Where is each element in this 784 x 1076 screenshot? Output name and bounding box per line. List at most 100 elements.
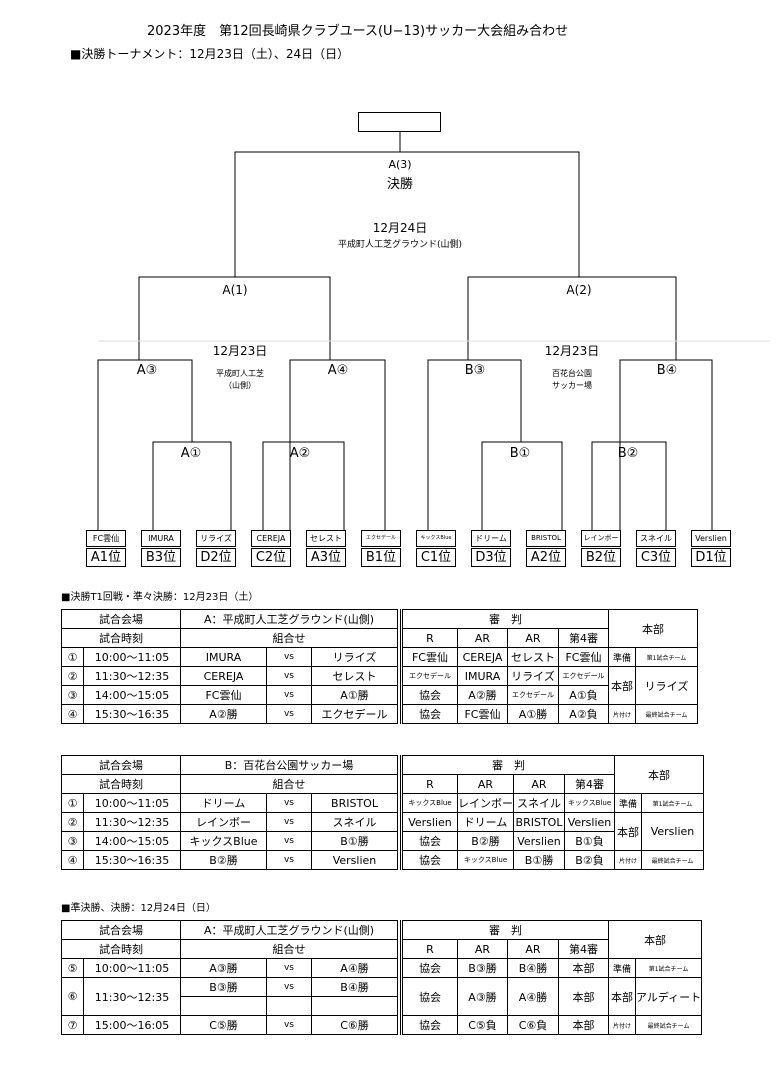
vs-label: vs [266,831,312,851]
date-right: 12月23日 [544,344,600,358]
table-row: ① 10:00〜11:05 ドリーム vs BRISTOL キックスBlue レ… [61,793,704,813]
hq-team: 最終試合チーム [634,1015,703,1035]
qf-a3: A③ [136,363,158,378]
page-subtitle: ■決勝トーナメント：12月23日（土）、24日（日） [70,47,350,61]
match-time: 11:30〜12:35 [83,977,181,1016]
team-name: キックスBlue [416,530,456,547]
header-referee: 審 判 [401,609,609,629]
r1-b2: B② [617,446,639,461]
header-matchup: 組合せ [180,628,398,648]
assistant-referee: スネイル [513,793,565,813]
vs-label: vs [266,1015,312,1035]
team-seed: A3位 [306,548,346,567]
table-row: ⑥ 11:30〜12:35 B③勝 vs B④勝 協会 A③勝 A④勝 本部 本… [61,977,703,1016]
referee: 協会 [401,831,458,851]
match-no: ② [61,812,84,832]
hq-duty: 片付け [608,704,636,724]
away-team: B①勝 [311,831,398,851]
header-hq: 本部 [608,609,698,648]
venue-name: A：平成町人工芝グラウンド(山側) [180,609,398,629]
venue-right-line1: 百花台公園 [552,369,592,378]
vs-label: vs [266,685,312,705]
final-label: 決勝 [386,177,414,192]
r1-a2: A② [289,446,311,461]
header-r: R [401,628,458,648]
section-title: ■準決勝、決勝：12月24日（日） [61,903,216,914]
home-team: CEREJA [180,666,267,686]
r1-b1: B① [509,446,531,461]
home-team: B③勝 [180,977,267,997]
header-referee: 審 判 [401,920,609,940]
hq-team: リライズ [635,666,698,705]
match-no: ③ [61,831,84,851]
hq-duty: 準備 [614,793,642,813]
venue-left-line1: 平成町人工芝 [216,369,264,378]
team-name: エクセデール [361,530,401,547]
header-matchup: 組合せ [180,939,398,959]
away-team: Verslien [311,850,398,870]
header-time: 試合時刻 [61,939,181,959]
header-ar: AR [513,774,565,794]
team-name: FC雲仙 [86,530,126,547]
assistant-referee: ドリーム [457,812,514,832]
fourth-official: A②負 [558,704,609,724]
team-name: IMURA [141,530,181,547]
table-row: ⑦ 15:00〜16:05 C⑤勝 vs C⑥勝 協会 C⑤負 C⑥負 本部 片… [61,1015,703,1035]
qf-a4: A④ [327,363,349,378]
schedule-table-b: 試合会場 B：百花台公園サッカー場 審 判 本部 試合時刻 組合せ R AR A… [61,755,704,870]
header-fourth: 第4審 [558,628,609,648]
hq-label: 本部 [608,977,636,1016]
hq-label: 本部 [614,812,642,851]
table-row: ⑤ 10:00〜11:05 A③勝 vs A④勝 協会 B③勝 B④勝 本部 準… [61,958,703,978]
hq-team: 第1試合チーム [634,958,703,978]
team-seed: A2位 [526,548,566,567]
match-time: 14:00〜15:05 [83,685,181,705]
away-team: スネイル [311,812,398,832]
team-name: Verslien [691,530,731,547]
team-seed: B2位 [581,548,621,567]
team-name: スネイル [636,530,676,547]
match-no: ④ [61,850,84,870]
match-no: ② [61,666,84,686]
header-venue: 試合会場 [61,755,181,775]
vs-label: vs [266,977,312,997]
header-r: R [401,939,458,959]
header-ar: AR [457,939,508,959]
assistant-referee: IMURA [457,666,508,686]
vs-label: vs [266,647,312,667]
header-ar: AR [507,939,559,959]
assistant-referee: リライズ [507,666,559,686]
match-time: 15:00〜16:05 [83,1015,181,1035]
header-time: 試合時刻 [61,628,181,648]
hq-team: 最終試合チーム [635,704,698,724]
venue-right-line2: サッカー場 [552,381,592,390]
home-team: A③勝 [180,958,267,978]
page-title: 2023年度 第12回長崎県クラブユース(U−13)サッカー大会組み合わせ [147,24,569,39]
team-seed: D2位 [196,548,236,567]
referee: エクセデール [401,666,458,686]
fourth-official: B②負 [564,850,615,870]
hq-duty: 準備 [608,647,636,667]
table-row: ② 11:30〜12:35 レインボー vs スネイル Verslien ドリー… [61,812,704,851]
table-row: ③ 14:00〜15:05 キックスBlue vs B①勝 協会 B②勝 Ver… [61,831,704,851]
team-name: リライズ [196,530,236,547]
header-ar: AR [457,774,514,794]
team-seed: A1位 [86,548,126,567]
fourth-official: 本部 [558,1015,609,1035]
home-team: ドリーム [180,793,267,813]
referee: 協会 [401,685,458,705]
section-title: ■決勝T1回戦・準々決勝：12月23日（土） [61,592,259,603]
team-name: CEREJA [251,530,291,547]
match-time: 11:30〜12:35 [83,666,181,686]
table-row: ④ 15:30〜16:35 A②勝 vs エクセデール 協会 FC雲仙 A①勝 … [61,704,698,724]
assistant-referee: B③勝 [457,958,508,978]
away-team: セレスト [311,666,398,686]
referee: キックスBlue [401,793,458,813]
away-team: BRISTOL [311,793,398,813]
schedule-table-a: 試合会場 A：平成町人工芝グラウンド(山側) 審 判 本部 試合時刻 組合せ R… [61,609,698,724]
tournament-bracket [97,132,770,530]
match-no: ③ [61,685,84,705]
hq-duty: 片付け [614,850,642,870]
assistant-referee: FC雲仙 [457,704,508,724]
match-time: 10:00〜11:05 [83,958,181,978]
